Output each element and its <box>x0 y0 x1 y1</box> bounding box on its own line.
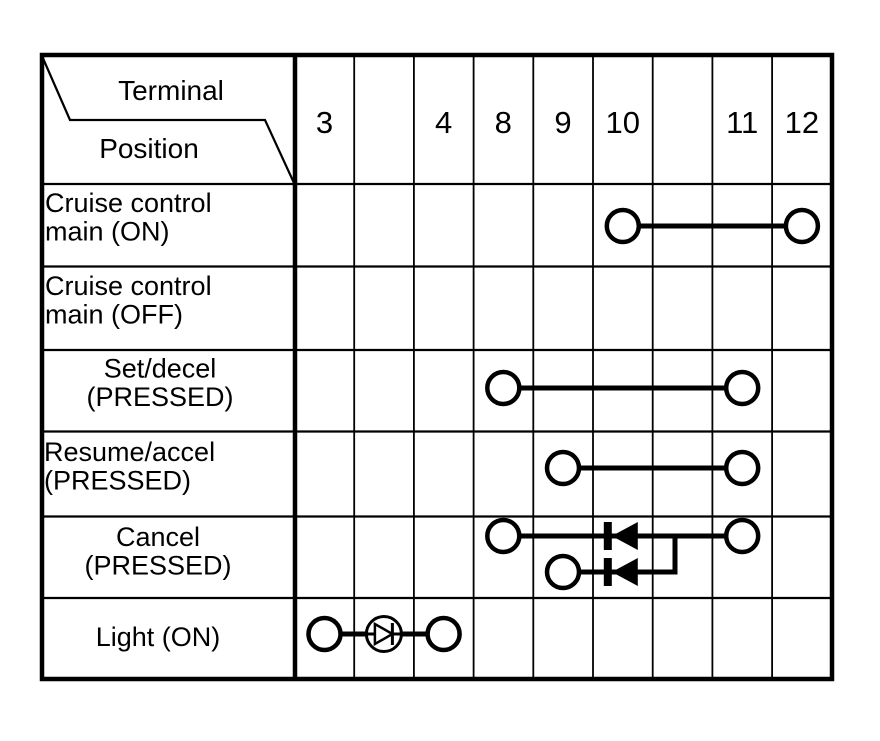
table-outer-border <box>39 52 835 682</box>
connection-cancel-bottom <box>544 536 678 591</box>
terminal-contact-circle <box>723 369 761 407</box>
terminal-contact-circle <box>544 553 582 591</box>
row-label-light: Light (ON) <box>96 622 221 652</box>
table-grid <box>39 52 835 682</box>
terminal-contact-circle <box>485 517 522 555</box>
terminal-column-11: 11 <box>726 105 758 140</box>
terminal-contact-circle <box>723 517 761 555</box>
terminal-contact-circle <box>425 615 462 653</box>
svg-text:Light (ON): Light (ON) <box>96 622 221 652</box>
terminal-contact-circle <box>544 449 582 487</box>
row-label-cruise-main-on: Cruise control main (ON) <box>45 188 212 247</box>
diode-icon <box>603 522 638 550</box>
connection-cancel-top <box>485 517 761 555</box>
terminal-column-3: 3 <box>316 105 333 140</box>
terminal-contact-circle <box>604 207 642 245</box>
terminal-column-9: 9 <box>554 105 571 140</box>
svg-text:Cruise control: Cruise control <box>45 188 212 218</box>
terminal-contact-circle <box>723 449 761 487</box>
header-terminal-label: Terminal <box>118 75 224 106</box>
terminal-contact-circle <box>306 615 343 653</box>
circled-diode-icon <box>364 615 403 653</box>
terminal-column-10: 10 <box>606 105 640 140</box>
terminal-column-8: 8 <box>495 105 512 140</box>
terminal-column-4: 4 <box>435 105 452 140</box>
row-labels: Cruise control main (ON) Cruise control … <box>44 188 234 652</box>
row-label-cruise-main-off: Cruise control main (OFF) <box>45 271 212 330</box>
svg-text:Cruise control: Cruise control <box>45 271 212 301</box>
header-position-label: Position <box>99 133 199 164</box>
svg-text:Resume/accel: Resume/accel <box>44 437 215 467</box>
svg-text:main (OFF): main (OFF) <box>45 300 183 330</box>
row-label-resume-accel: Resume/accel (PRESSED) <box>44 437 215 496</box>
connection-set_decel <box>485 369 761 407</box>
svg-text:Set/decel: Set/decel <box>104 354 217 384</box>
terminal-contact-circle <box>485 369 522 407</box>
terminal-column-12: 12 <box>785 105 819 140</box>
svg-text:(PRESSED): (PRESSED) <box>84 551 231 581</box>
svg-text:(PRESSED): (PRESSED) <box>86 382 233 412</box>
header-diagonal-divider <box>40 55 295 184</box>
svg-text:Cancel: Cancel <box>116 522 200 552</box>
diode-icon <box>603 558 638 586</box>
connection-light <box>306 615 462 653</box>
connections-layer <box>306 207 821 653</box>
row-label-cancel: Cancel (PRESSED) <box>84 522 231 581</box>
connection-cruise_main_on <box>604 207 821 245</box>
connection-resume_accel <box>544 449 761 487</box>
terminal-header-row: 3 4 8 9 10 11 12 <box>316 105 819 140</box>
terminal-contact-circle <box>783 207 821 245</box>
svg-text:(PRESSED): (PRESSED) <box>44 466 191 496</box>
row-label-set-decel: Set/decel (PRESSED) <box>86 354 233 413</box>
svg-text:main (ON): main (ON) <box>45 217 170 247</box>
